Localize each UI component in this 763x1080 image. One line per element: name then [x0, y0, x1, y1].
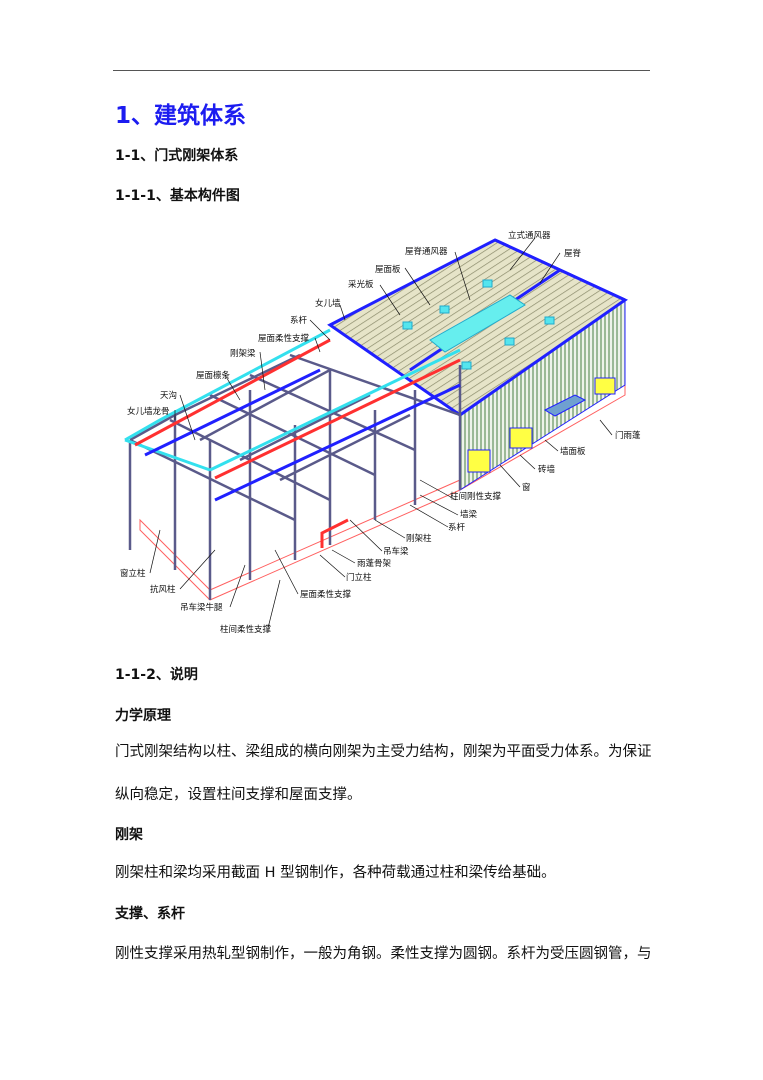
- label-roof-flexible-brace: 屋面柔性支撑: [300, 589, 352, 600]
- label-roof-flexible-brace: 屋面柔性支撑: [258, 333, 310, 344]
- section-heading: 1-1-1、基本构件图: [115, 188, 240, 204]
- label-gutter: 天沟: [160, 390, 177, 401]
- label-roof-purlin: 屋面檩条: [196, 370, 231, 381]
- label-wall-girt: 墙梁: [460, 509, 478, 520]
- label-wall-panel: 墙面板: [560, 446, 586, 457]
- label-parapet-keel: 女儿墙龙骨: [127, 406, 170, 417]
- paragraph-line: 刚架柱和梁均采用截面 H 型钢制作，各种荷载通过柱和梁传给基础。: [115, 865, 556, 881]
- leader-lines: [149, 237, 613, 629]
- building-structure-diagram: 立式通风器 屋脊通风器 屋面板 采光板 屋脊 女儿墙 系杆 屋面柔性支撑 刚架梁…: [120, 230, 641, 635]
- label-column-flexible-brace: 柱间柔性支撑: [220, 624, 272, 635]
- subheading-frame: 刚架: [115, 827, 143, 843]
- label-door-post: 门立柱: [346, 572, 372, 583]
- label-ridge-ventilator: 屋脊通风器: [405, 246, 448, 257]
- label-column-rigid-brace: 柱间刚性支撑: [450, 491, 502, 502]
- label-vertical-ventilator: 立式通风器: [508, 230, 551, 241]
- label-door-canopy: 门雨蓬: [615, 430, 641, 441]
- label-tie-bar: 系杆: [448, 522, 466, 533]
- label-wind-column: 抗风柱: [150, 584, 176, 595]
- door: [594, 377, 616, 395]
- gutter: [124, 328, 331, 442]
- label-tie-bar: 系杆: [290, 315, 308, 326]
- section-heading: 1-1-2、说明: [115, 667, 198, 683]
- label-canopy-frame: 雨蓬骨架: [357, 558, 392, 569]
- label-roof-panel: 屋面板: [375, 264, 401, 275]
- gutter: [209, 348, 461, 472]
- window: [509, 427, 533, 449]
- label-brick-wall: 砖墙: [538, 464, 556, 475]
- section-heading: 1-1、门式刚架体系: [115, 148, 239, 164]
- paragraph-line: 纵向稳定，设置柱间支撑和屋面支撑。: [115, 787, 362, 803]
- ventilators: [402, 279, 555, 370]
- label-frame-beam: 刚架梁: [230, 349, 256, 359]
- door-canopy: [543, 394, 587, 417]
- diagram-labels: 立式通风器 屋脊通风器 屋面板 采光板 屋脊 女儿墙 系杆 屋面柔性支撑 刚架梁…: [120, 230, 641, 635]
- label-window-post: 窗立柱: [120, 568, 146, 579]
- label-crane-bracket: 吊车梁牛腿: [180, 602, 223, 613]
- paragraph-line: 门式刚架结构以柱、梁组成的横向刚架为主受力结构，刚架为平面受力体系。为保证: [115, 744, 652, 760]
- label-window: 窗: [522, 482, 531, 493]
- label-parapet: 女儿墙: [315, 298, 341, 309]
- ridge-ventilator: [429, 294, 526, 353]
- window: [467, 449, 491, 473]
- subheading-mechanics: 力学原理: [115, 708, 171, 724]
- subheading-bracing: 支撑、系杆: [115, 906, 185, 922]
- label-frame-column: 刚架柱: [406, 533, 432, 544]
- label-skylight-panel: 采光板: [348, 279, 374, 290]
- page-title: 1、建筑体系: [115, 103, 247, 129]
- label-crane-beam: 吊车梁: [383, 546, 409, 557]
- header-rule: [113, 70, 650, 71]
- gutter: [124, 438, 211, 472]
- paragraph-line: 刚性支撑采用热轧型钢制作，一般为角钢。柔性支撑为圆钢。系杆为受压圆钢管，与: [115, 946, 652, 962]
- steel-frame: [128, 353, 462, 600]
- label-ridge: 屋脊: [564, 248, 582, 259]
